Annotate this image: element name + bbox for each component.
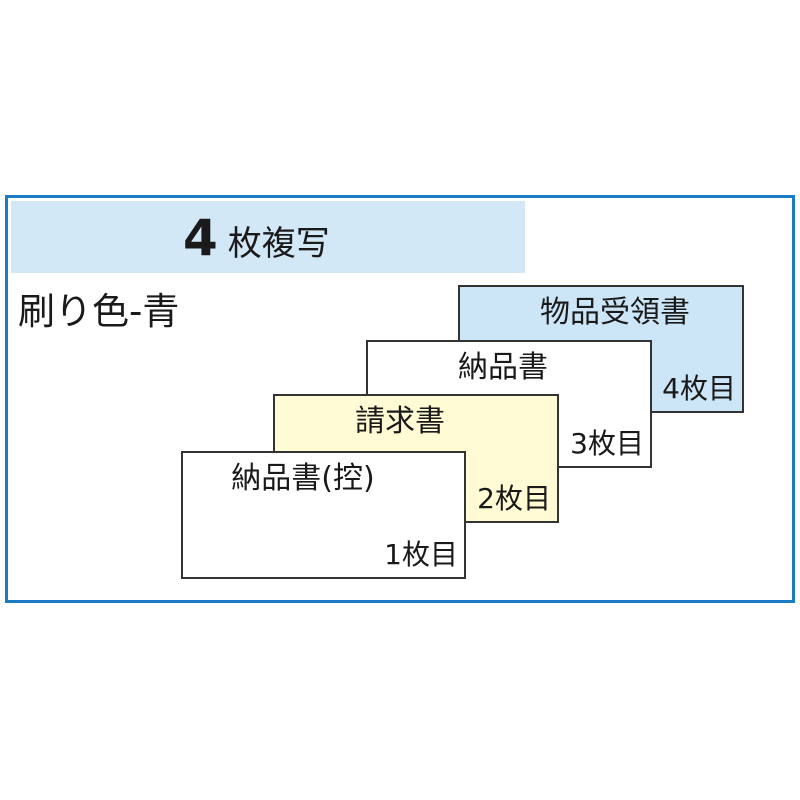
copies-label: 枚複写 [227, 224, 330, 264]
sheet-1-delivery-copy: 納品書(控) 1枚目 [181, 451, 466, 579]
sheet-name: 納品書 [458, 350, 548, 385]
sheet-name: 請求書 [355, 404, 445, 439]
copies-title: 4 枚複写 [183, 213, 330, 264]
title-band: 4 枚複写 [11, 201, 525, 273]
sheet-count: 2枚目 [477, 482, 551, 515]
sheet-count: 3枚目 [570, 427, 644, 460]
sheet-count: 1枚目 [384, 538, 458, 571]
copies-number: 4 [183, 209, 218, 267]
ink-color-label: 刷り色-青 [18, 290, 180, 333]
sheet-name: 納品書(控) [231, 461, 375, 496]
sheet-name: 物品受領書 [540, 295, 690, 330]
sheet-count: 4枚目 [662, 372, 736, 405]
